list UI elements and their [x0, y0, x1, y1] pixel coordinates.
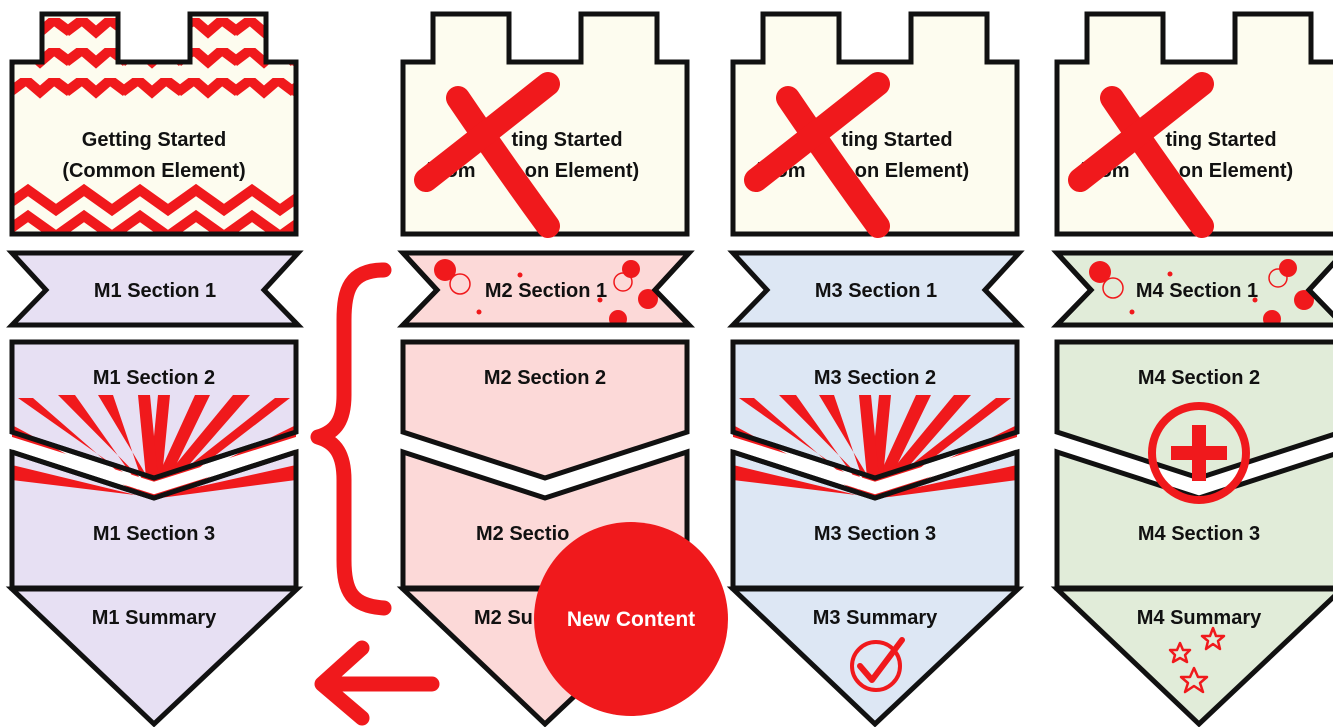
m1-summary-label: M1 Summary: [92, 607, 217, 629]
getting-started-block-4: ting Started (Com on Element): [1054, 11, 1333, 238]
m3-section-1: M3 Section 1: [727, 250, 1025, 328]
m2-section-1-label: M2 Section 1: [485, 280, 607, 302]
m1-section-3-label: M1 Section 3: [93, 523, 215, 545]
m1-section-2-label: M1 Section 2: [93, 367, 215, 389]
m4-summary: M4 Summary: [1050, 586, 1333, 727]
getting-started-block-3: ting Started (Com on Element): [730, 11, 1020, 238]
m4-section-3-label: M4 Section 3: [1138, 523, 1260, 545]
gs2-partial-sub-b: on Element): [525, 160, 639, 182]
gs4-partial-title: ting Started: [1165, 129, 1276, 151]
gs3-partial-sub-b: on Element): [855, 160, 969, 182]
left-arrow-icon: [314, 640, 440, 726]
m3-sections-2-3: M3 Section 2 M3 Section 3: [727, 339, 1023, 591]
m4-sections-2-3: M4 Section 2 M4 Section 3: [1054, 339, 1333, 591]
stars-icon: [1168, 626, 1226, 694]
x-mark-icon: [414, 72, 560, 238]
gs4-partial-sub-b: on Element): [1179, 160, 1293, 182]
getting-started-block-1: Getting Started (Common Element): [9, 11, 299, 237]
m1-section-1: M1 Section 1: [6, 250, 304, 328]
plus-circle-icon: [1148, 402, 1250, 504]
gs3-partial-title: ting Started: [841, 129, 952, 151]
m3-summary-label: M3 Summary: [813, 607, 938, 629]
curly-brace-icon: [310, 262, 392, 616]
getting-started-subtitle: (Common Element): [62, 160, 245, 182]
new-content-badge: New Content: [534, 522, 728, 716]
m3-section-2-label: M3 Section 2: [814, 367, 936, 389]
m1-summary: M1 Summary: [5, 586, 304, 727]
m3-summary: M3 Summary: [726, 586, 1025, 727]
m4-section-1: M4 Section 1: [1051, 250, 1333, 328]
m2-section-1: M2 Section 1: [397, 250, 695, 328]
chevron-pattern: [12, 14, 296, 234]
m2-summary-label: M2 Su: [474, 607, 533, 629]
m1-section-1-label: M1 Section 1: [94, 280, 216, 302]
x-mark-icon: [1068, 72, 1214, 238]
x-mark-icon: [744, 72, 890, 238]
m4-section-1-label: M4 Section 1: [1136, 280, 1258, 302]
m1-sections-2-3: M1 Section 2 M1 Section 3: [6, 339, 302, 591]
m3-section-3-label: M3 Section 3: [814, 523, 936, 545]
getting-started-title: Getting Started: [82, 129, 226, 151]
getting-started-block-2: ting Started (Com on Element): [400, 11, 690, 238]
checkmark-circle-icon: [850, 637, 905, 692]
new-content-label: New Content: [567, 608, 695, 631]
m4-section-2-label: M4 Section 2: [1138, 367, 1260, 389]
gs2-partial-title: ting Started: [511, 129, 622, 151]
m4-summary-label: M4 Summary: [1137, 607, 1262, 629]
m3-section-1-label: M3 Section 1: [815, 280, 937, 302]
m2-section-2-label: M2 Section 2: [484, 367, 606, 389]
m2-section-3-label: M2 Sectio: [476, 523, 569, 545]
